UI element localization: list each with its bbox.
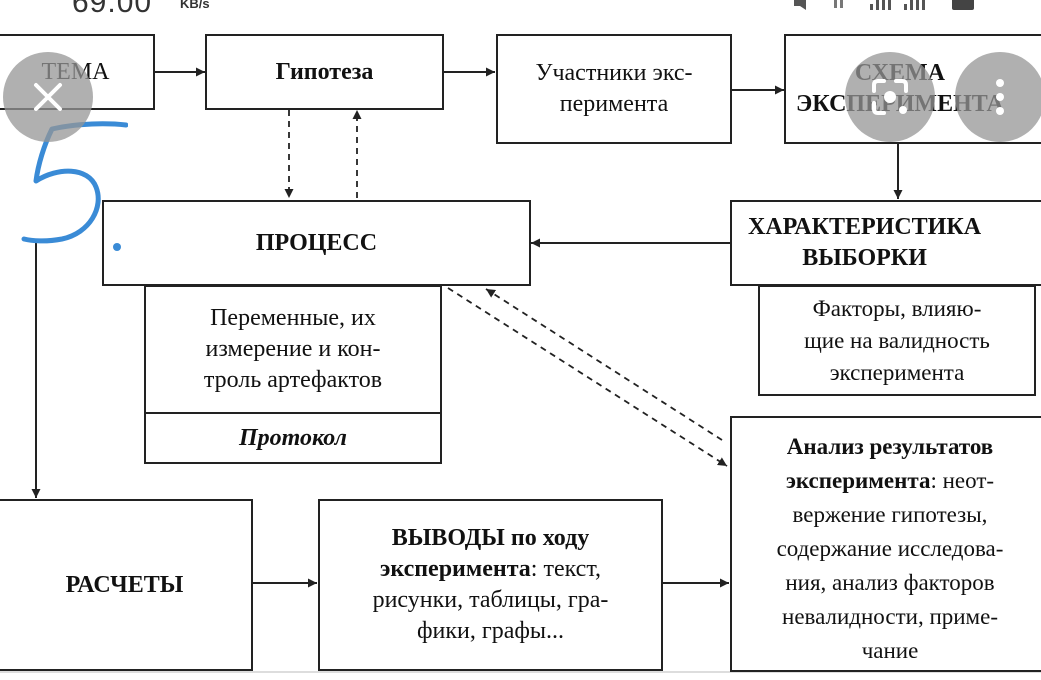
status-bar: 69.00 KB/s [0,0,1041,22]
status-icons [794,0,974,10]
analysis-line-6: невалидности, приме- [782,604,998,629]
sample-line-1: ХАРАКТЕРИСТИКА [748,214,982,240]
close-button[interactable] [3,52,93,142]
participants-box: Участники экс- перимента [496,34,732,144]
analysis-bold-line-2: эксперимента [785,468,931,493]
more-vertical-icon [996,79,1004,115]
variables-box: Переменные, их измерение и кон- троль ар… [144,285,442,414]
process-box: ПРОЦЕСС [102,200,531,286]
sample-line-2: ВЫБОРКИ [802,245,927,271]
lens-icon [872,79,908,115]
protocol-box: Протокол [144,412,442,464]
conclusions-line-3: рисунки, таблицы, гра- [372,587,609,613]
hypothesis-box: Гипотеза [205,34,444,110]
process-label: ПРОЦЕСС [255,229,378,256]
variables-line-1: Переменные, их [210,305,376,331]
analysis-line-4: содержание исследова- [776,536,1004,561]
calculations-box: РАСЧЕТЫ [0,499,253,671]
signal-icon-2 [904,0,925,10]
more-options-button[interactable] [955,52,1041,142]
conclusions-tail-1: по ходу [504,525,590,551]
factors-line-3: эксперимента [829,359,965,385]
conclusions-line-4: фики, графы... [416,618,565,644]
analysis-tail-line-2: : неот- [930,468,995,493]
calculations-label: РАСЧЕТЫ [65,571,184,598]
participants-line-1: Участники экс- [535,60,693,86]
variables-line-2: измерение и кон- [205,336,381,362]
protocol-label: Протокол [239,424,347,451]
mute-icon [794,0,806,10]
sample-characteristics-box: ХАРАКТЕРИСТИКА ВЫБОРКИ [730,200,1041,286]
analysis-line-7: чание [861,638,919,663]
conclusions-bold-2: эксперимента [379,556,531,582]
analysis-line-3: вержение гипотезы, [792,502,988,527]
analysis-line-5: ния, анализ факторов [785,570,995,595]
network-speed: 69.00 [72,0,153,19]
conclusions-bold-1: ВЫВОДЫ [391,525,505,551]
analysis-box: Анализ результатов эксперимента: неот- в… [730,416,1041,672]
conclusions-box: ВЫВОДЫ по ходу эксперимента: текст, рису… [318,499,663,671]
conclusions-tail-2: : текст, [530,556,602,582]
signal-icon-1 [870,0,891,10]
hypothesis-label: Гипотеза [275,58,374,85]
analysis-bold-line-1: Анализ результатов [786,434,994,459]
participants-line-2: перимента [559,91,669,117]
factors-line-2: щие на валидность [804,327,990,353]
variables-line-3: троль артефактов [203,367,383,393]
network-speed-unit: KB/s [180,0,210,11]
lens-button[interactable] [845,52,935,142]
data-arrows-icon [834,0,843,8]
factors-line-1: Факторы, влияю- [812,295,982,321]
factors-box: Факторы, влияю- щие на валидность экспер… [758,285,1036,396]
battery-icon [952,0,974,10]
close-icon [34,83,62,111]
